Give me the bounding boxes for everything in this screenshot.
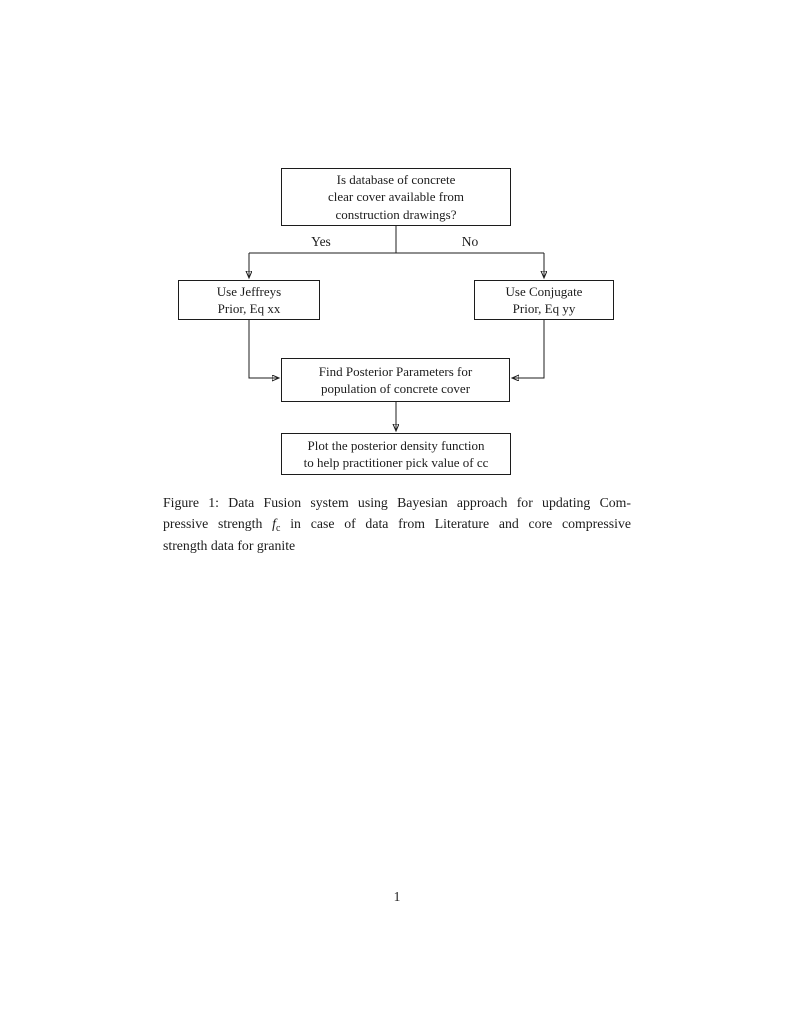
plot-line: Plot the posterior density function — [307, 437, 485, 453]
connector-jeffreys-to-posterior — [248, 320, 278, 378]
caption-text: strength data for granite — [163, 538, 296, 554]
flowchart-node-decision: Is database of concrete clear cover avai… — [281, 168, 511, 226]
caption-text: Figure 1: Data Fusion system using Bayes… — [163, 495, 631, 510]
posterior-line: Find Posterior Parameters for — [318, 363, 473, 379]
caption-line-2: pressive strength fc in case of data fro… — [163, 514, 631, 537]
connector-conjugate-to-posterior — [513, 320, 545, 378]
conjugate-line: Use Conjugate — [505, 283, 583, 299]
caption-line-3: strength data for granite — [163, 536, 631, 557]
flowchart-node-posterior-parameters: Find Posterior Parameters for population… — [281, 358, 510, 402]
posterior-line: population of concrete cover — [320, 381, 471, 396]
edge-label-yes: Yes — [311, 234, 331, 249]
flowchart-node-conjugate-prior: Use Conjugate Prior, Eq yy — [474, 280, 614, 320]
caption-line-1: Figure 1: Data Fusion system using Bayes… — [163, 493, 631, 514]
edge-label-no: No — [461, 234, 479, 249]
plot-line: to help practitioner pick value of cc — [303, 455, 489, 470]
math-subscript-c: c — [276, 522, 281, 534]
decision-line: construction drawings? — [335, 206, 457, 222]
conjugate-line: Prior, Eq yy — [512, 301, 576, 316]
page-number: 1 — [393, 889, 401, 904]
math-symbol-fc: f — [272, 515, 277, 531]
caption-text: pressive strength — [163, 515, 273, 531]
figure-caption: Figure 1: Data Fusion system using Bayes… — [163, 493, 631, 557]
caption-text: in case of data from Literature and core… — [280, 515, 631, 531]
flowchart-node-plot-density: Plot the posterior density function to h… — [281, 433, 511, 475]
jeffreys-line: Use Jeffreys — [216, 283, 282, 299]
flowchart-node-jeffreys-prior: Use Jeffreys Prior, Eq xx — [178, 280, 320, 320]
jeffreys-line: Prior, Eq xx — [217, 301, 281, 316]
decision-line: clear cover available from — [327, 189, 465, 205]
decision-line: Is database of concrete — [336, 171, 456, 187]
